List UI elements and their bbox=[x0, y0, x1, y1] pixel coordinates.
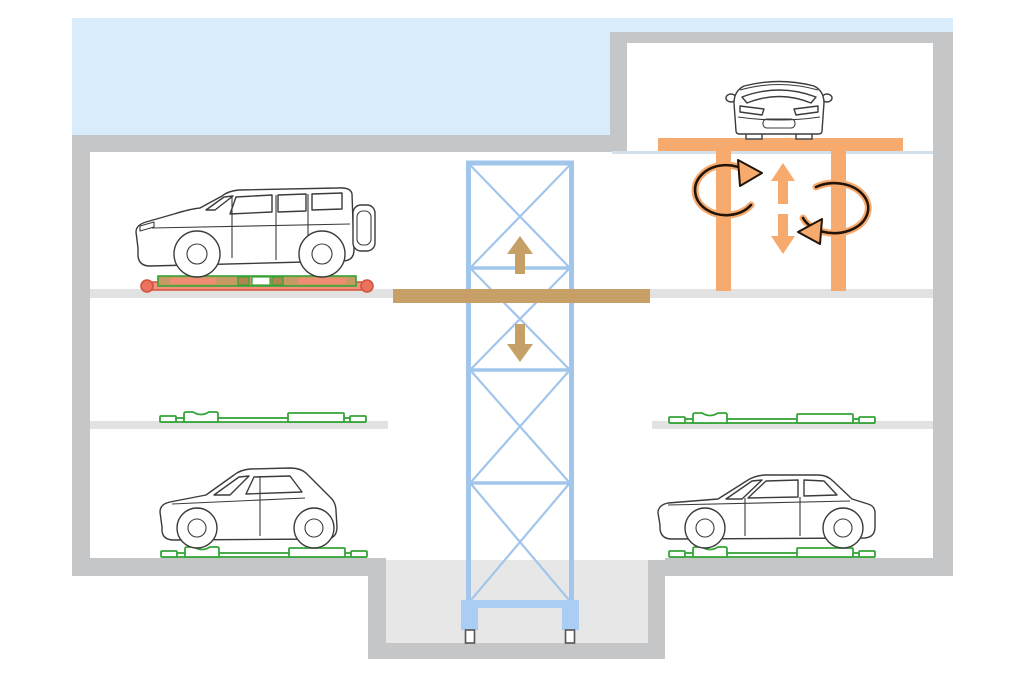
tower-leg-left bbox=[461, 600, 478, 630]
entry-platform-assembly bbox=[658, 138, 903, 291]
lift-down-arrow-icon bbox=[507, 324, 533, 362]
sky-strip bbox=[610, 18, 953, 32]
suv-car bbox=[135, 187, 376, 278]
entry-platform bbox=[658, 138, 903, 151]
suv-spare-tire bbox=[352, 204, 376, 252]
sky-block bbox=[72, 18, 610, 135]
hatchback-car bbox=[159, 467, 338, 549]
tower-frame bbox=[466, 160, 574, 606]
platform-down-arrow-icon bbox=[771, 214, 795, 254]
platform-post-right bbox=[831, 151, 846, 291]
level2-floor-left bbox=[90, 421, 388, 429]
tower-foot-right bbox=[564, 629, 576, 644]
sedan-car bbox=[657, 474, 876, 549]
lift-tower bbox=[461, 160, 579, 644]
suv-shuttle bbox=[140, 275, 374, 293]
cabin-left-wall bbox=[610, 32, 627, 152]
empty-pallet-left bbox=[159, 411, 367, 423]
hatchback-pallet bbox=[160, 546, 368, 558]
lift-transfer-beam bbox=[393, 289, 650, 303]
empty-pallet-right bbox=[668, 412, 876, 424]
bottom-slab-right bbox=[665, 558, 953, 576]
hatchback-windshield bbox=[213, 475, 250, 496]
level1-floor-right bbox=[650, 289, 933, 298]
bottom-slab-left bbox=[72, 558, 386, 576]
shuttle-roller-left bbox=[140, 279, 154, 293]
level1-floor-left bbox=[90, 289, 393, 298]
cabin-roof bbox=[610, 32, 953, 43]
sedan-windshield bbox=[725, 479, 763, 500]
entry-car-windshield bbox=[741, 89, 817, 104]
suv-front-wheel bbox=[173, 230, 221, 278]
tower-leg-right bbox=[562, 600, 579, 630]
entry-car-front bbox=[725, 80, 833, 140]
entry-car-grille bbox=[762, 118, 796, 129]
hatchback-rear-wheel bbox=[293, 507, 335, 549]
suv-rear-wheel bbox=[298, 230, 346, 278]
rotation-arrow-left-icon bbox=[691, 159, 763, 219]
cabin-floor-edge bbox=[612, 151, 933, 154]
tower-base-bar bbox=[461, 600, 579, 608]
right-wall bbox=[933, 32, 953, 576]
rotation-arrow-right-icon bbox=[797, 179, 872, 245]
lift-up-arrow-icon bbox=[507, 236, 533, 274]
platform-post-left bbox=[716, 151, 731, 291]
sedan-rear-wheel bbox=[822, 507, 864, 549]
suv-windshield bbox=[205, 195, 234, 211]
platform-up-arrow-icon bbox=[771, 163, 795, 204]
sedan-front-wheel bbox=[684, 507, 726, 549]
tower-foot-left bbox=[464, 629, 476, 644]
entry-car-headlight-right bbox=[793, 105, 819, 116]
level2-floor-right bbox=[652, 421, 933, 429]
entry-car-headlight-left bbox=[739, 105, 765, 116]
hatchback-front-wheel bbox=[176, 507, 218, 549]
left-wall bbox=[72, 135, 90, 576]
shuttle-roller-right bbox=[360, 279, 374, 293]
ground-slab bbox=[72, 135, 610, 152]
